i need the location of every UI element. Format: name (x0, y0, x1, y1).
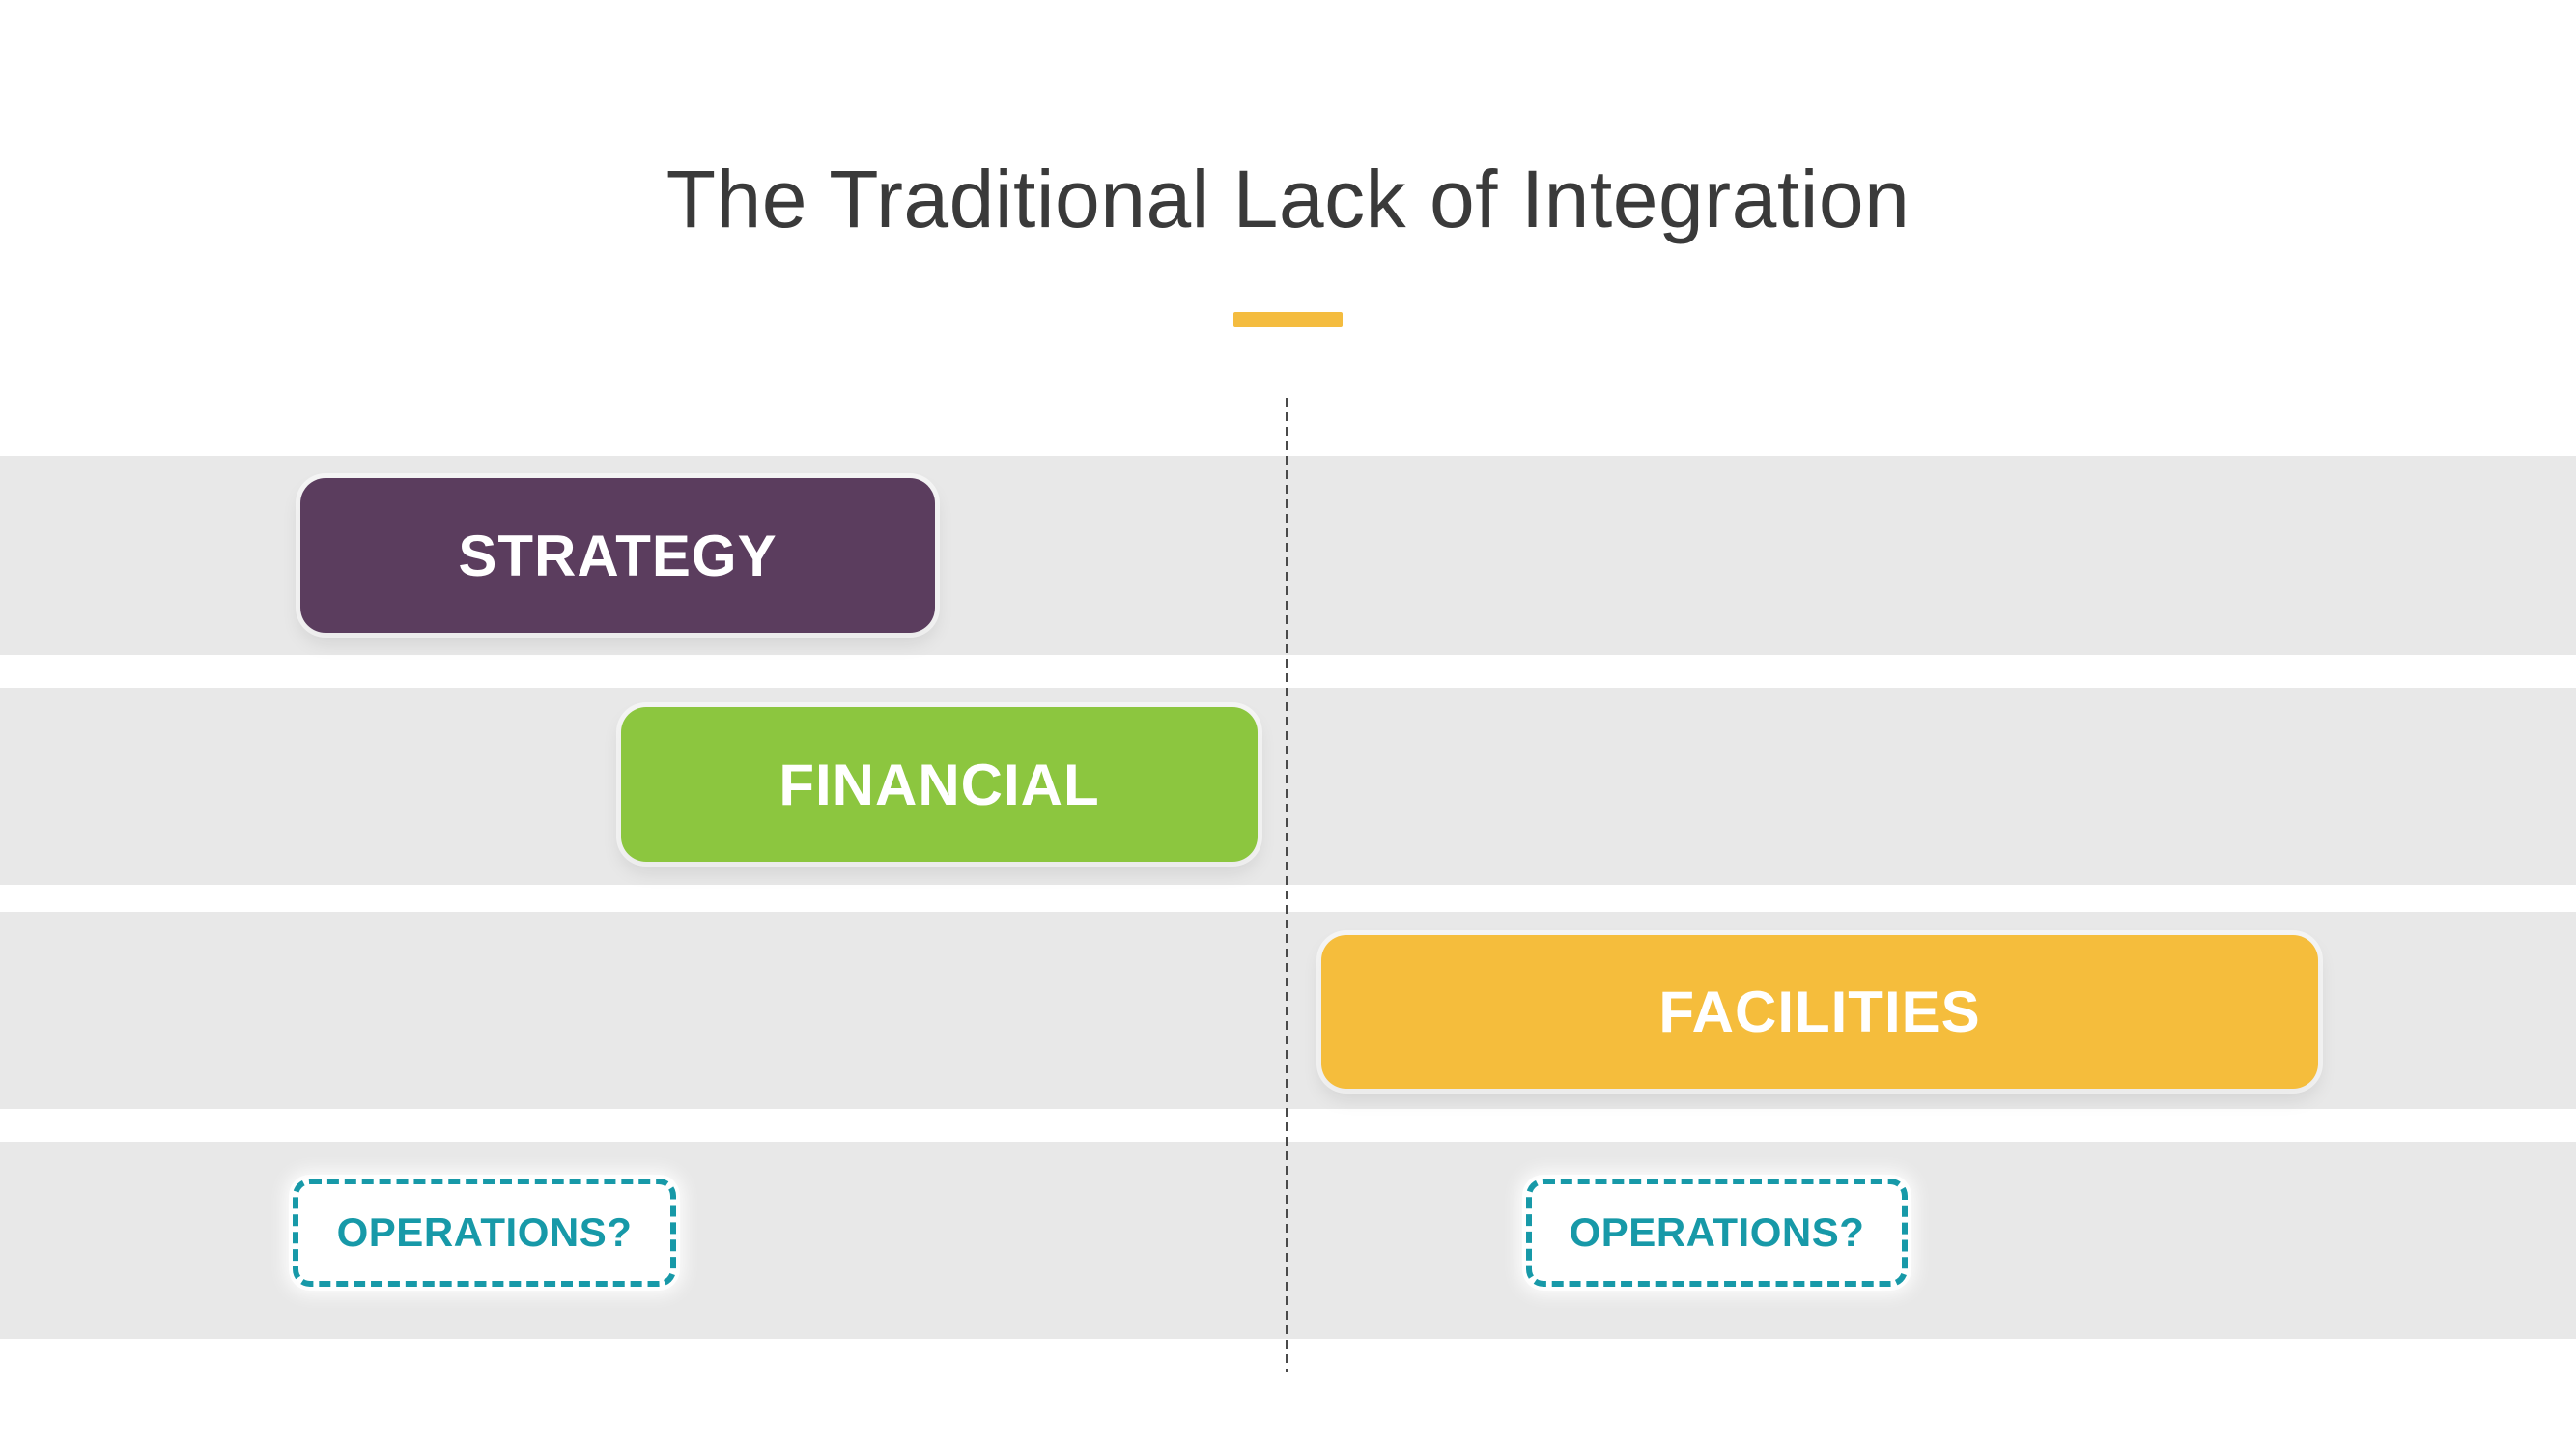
page-title: The Traditional Lack of Integration (665, 154, 1911, 244)
operations-left-box: OPERATIONS? (293, 1179, 676, 1287)
financial-box: FINANCIAL (621, 707, 1258, 862)
center-divider-dashed-line (1286, 398, 1288, 1372)
title-accent-bar (1233, 312, 1343, 327)
strategy-box: STRATEGY (300, 478, 935, 633)
financial-label: FINANCIAL (778, 752, 1100, 817)
facilities-box: FACILITIES (1321, 935, 2318, 1089)
operations-right-box: OPERATIONS? (1526, 1179, 1908, 1287)
strategy-label: STRATEGY (458, 523, 778, 588)
operations-left-label: OPERATIONS? (336, 1209, 633, 1255)
operations-right-label: OPERATIONS? (1569, 1209, 1865, 1255)
facilities-label: FACILITIES (1658, 980, 1981, 1044)
